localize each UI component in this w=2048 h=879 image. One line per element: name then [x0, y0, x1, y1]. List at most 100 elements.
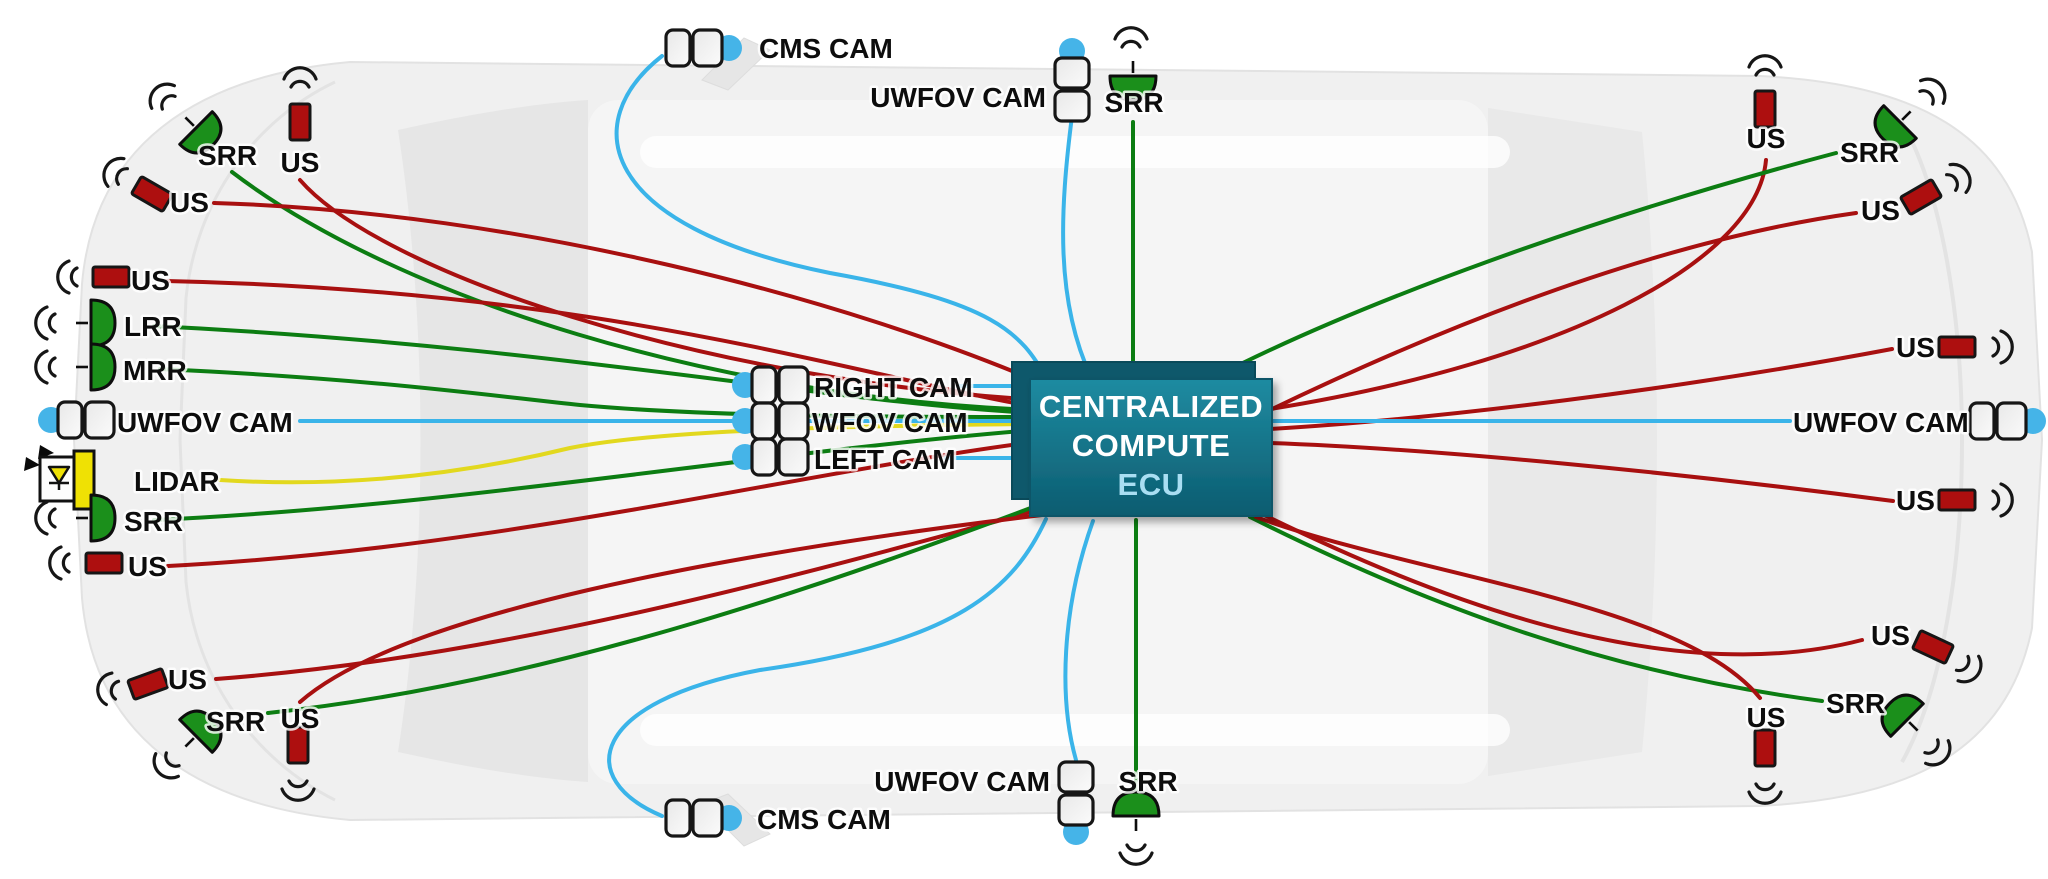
icons-layer	[24, 26, 2046, 866]
sensor-label-r-uwfov: UWFOV CAM	[1793, 407, 1969, 438]
wire-bl-us2	[298, 513, 1044, 704]
radar-dish-icon	[1111, 790, 1161, 831]
sensor-label-l-us-rear: US	[128, 551, 167, 582]
sensor-label-fl-us2: US	[170, 187, 209, 218]
ultrasonic-sensor-icon	[130, 175, 174, 213]
wires-layer	[152, 54, 1895, 818]
sensor-l-us-rear	[48, 545, 124, 581]
sensor-l-uwfov	[38, 400, 116, 440]
sensor-label-c-left: LEFT CAM	[814, 444, 956, 475]
sensor-label-fl-srr: SRR	[198, 140, 257, 171]
sensor-label-b-uwfov: UWFOV CAM	[874, 766, 1050, 797]
sensor-t-srr	[1108, 26, 1158, 102]
camera-icon	[1968, 401, 2046, 441]
sensor-r-uwfov	[1968, 401, 2046, 441]
signal-waves-icon	[1991, 482, 2014, 518]
signal-waves-icon	[1118, 843, 1154, 866]
ultrasonic-sensor-icon	[288, 102, 312, 142]
radar-dish-icon	[1873, 104, 1918, 149]
ultrasonic-sensor-icon	[91, 265, 131, 289]
ultrasonic-sensor-icon	[1753, 728, 1777, 768]
signal-waves-icon	[1923, 738, 1952, 767]
signal-waves-icon	[282, 66, 318, 89]
sensor-label-bl-srr: SRR	[206, 706, 265, 737]
sensor-label-bl-us: US	[168, 664, 207, 695]
signal-waves-icon	[152, 751, 181, 780]
sensor-label-l-uwfov: UWFOV CAM	[117, 407, 293, 438]
camera-icon	[732, 365, 810, 405]
camera-icon	[664, 798, 742, 838]
camera-icon	[38, 400, 116, 440]
ultrasonic-sensor-icon	[1753, 89, 1777, 129]
wire-b-cms	[607, 517, 1048, 818]
sensor-c-right	[732, 365, 810, 405]
wire-b-uwfov	[1063, 519, 1095, 762]
sensor-label-t-uwfov: UWFOV CAM	[870, 82, 1046, 113]
wire-bl-srr	[266, 501, 1046, 715]
wire-fl-us	[298, 178, 1042, 402]
signal-waves-icon	[48, 545, 71, 581]
sensor-br-srr	[1880, 693, 1952, 767]
signal-waves-icon	[102, 156, 129, 188]
sensor-label-fl-us: US	[281, 147, 320, 178]
radar-dish-icon	[178, 709, 223, 754]
sensor-fl-us2	[102, 156, 174, 213]
wire-fl-us2	[212, 201, 1050, 388]
wire-l-us-rear	[166, 440, 1036, 568]
sensor-fl-us	[282, 66, 318, 142]
ecu-front-panel	[1029, 378, 1273, 517]
sensor-label-b-srr: SRR	[1118, 766, 1177, 797]
signal-waves-icon	[96, 671, 121, 707]
camera-icon	[1057, 760, 1095, 845]
sensor-bl-us2	[280, 725, 316, 802]
sensor-label-r-us2: US	[1896, 485, 1935, 516]
sensor-br-us2	[1911, 629, 1983, 684]
wire-tr-us2	[1266, 211, 1858, 413]
signal-waves-icon	[1954, 654, 1983, 684]
sensor-c-wfov	[732, 401, 810, 441]
ultrasonic-sensor-icon	[1899, 178, 1943, 216]
sensor-label-tr-us2: US	[1861, 195, 1900, 226]
signal-waves-icon	[148, 82, 177, 111]
wire-br-us	[1254, 515, 1762, 700]
wire-l-us-front	[164, 279, 1038, 409]
sensor-label-br-us: US	[1747, 702, 1786, 733]
sensor-label-c-right: RIGHT CAM	[814, 372, 973, 403]
wire-br-us2	[1260, 512, 1864, 657]
sensor-r-us1	[1937, 329, 2014, 365]
sensor-l-srr	[34, 493, 117, 543]
sensor-label-br-srr: SRR	[1826, 688, 1885, 719]
signal-waves-icon	[1747, 782, 1783, 805]
sensor-label-l-lrr: LRR	[124, 311, 182, 342]
ultrasonic-sensor-icon	[126, 667, 170, 701]
sensor-label-tr-us: US	[1747, 123, 1786, 154]
sensor-b-srr	[1111, 790, 1161, 866]
sensor-c-left	[732, 437, 810, 477]
sensor-label-c-wfov: WFOV CAM	[812, 407, 968, 438]
camera-icon	[1053, 38, 1091, 123]
ecu-label-line2: COMPUTE	[1072, 428, 1231, 463]
wire-l-lrr	[152, 324, 1036, 415]
lidar-icon	[24, 445, 96, 511]
ultrasonic-sensor-icon	[1937, 488, 1977, 512]
sensor-b-uwfov	[1057, 760, 1095, 845]
ultrasonic-sensor-icon	[1937, 335, 1977, 359]
signal-waves-icon	[1918, 77, 1947, 106]
signal-waves-icon	[34, 500, 57, 536]
sensor-bl-srr	[152, 709, 223, 780]
sensor-label-br-us2: US	[1871, 620, 1910, 651]
sensor-label-b-cms: CMS CAM	[757, 804, 891, 835]
wire-l-lidar	[218, 422, 1036, 485]
ecu-box: CENTRALIZED COMPUTE ECU	[1011, 361, 1273, 517]
signal-waves-icon	[56, 259, 79, 295]
sensor-tr-us	[1747, 54, 1783, 129]
sensor-label-tr-srr: SRR	[1840, 137, 1899, 168]
radar-dish-icon	[76, 493, 117, 543]
signal-waves-icon	[34, 305, 57, 341]
sensor-l-mrr	[34, 342, 117, 392]
ultrasonic-sensor-icon	[286, 725, 310, 765]
wire-r-us1	[1268, 347, 1894, 431]
sensor-br-us	[1747, 728, 1783, 805]
